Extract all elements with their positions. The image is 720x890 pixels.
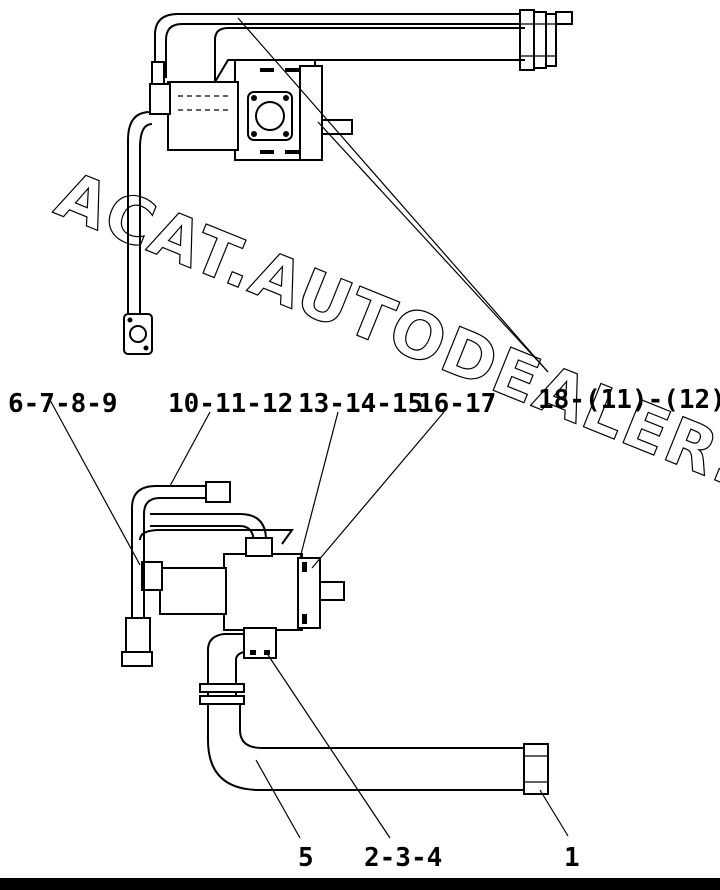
leader-l3 — [299, 411, 339, 559]
leader-l5 — [255, 759, 301, 839]
label-16-17: 16-17 — [418, 389, 496, 419]
leader-top-ref-a — [237, 17, 549, 373]
leader-l7 — [539, 789, 569, 837]
bottom-border — [0, 878, 720, 890]
leader-l2 — [169, 411, 211, 487]
leader-l6 — [265, 651, 391, 839]
label-2-3-4: 2-3-4 — [364, 843, 442, 873]
label-1: 1 — [564, 843, 580, 873]
leader-l4 — [311, 411, 445, 569]
label-10-11-12: 10-11-12 — [168, 389, 293, 419]
leader-l1 — [49, 399, 141, 566]
label-13-14-15: 13-14-15 — [298, 389, 423, 419]
label-top-ref: 18-(11)-(12) — [538, 385, 720, 415]
top-pump-assembly — [123, 9, 573, 355]
bottom-pump-assembly — [121, 481, 549, 795]
label-5: 5 — [298, 843, 314, 873]
label-6-7-8-9: 6-7-8-9 — [8, 389, 118, 419]
leader-top-ref-b — [317, 121, 549, 373]
